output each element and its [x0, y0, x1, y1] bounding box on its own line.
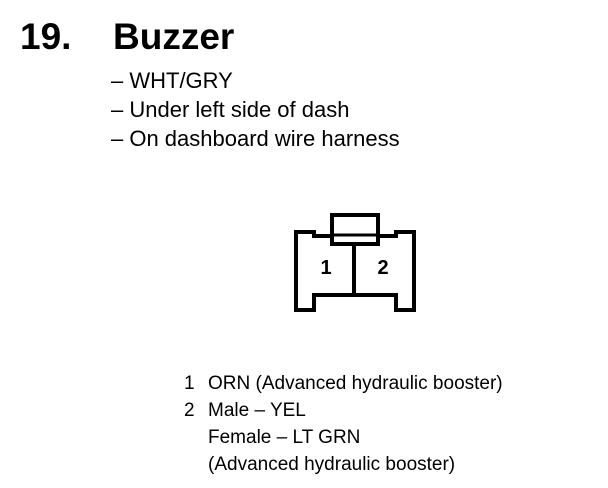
- connector-outline: [294, 230, 416, 312]
- section-number: 19.: [20, 16, 72, 57]
- pin-list: 1 ORN (Advanced hydraulic booster) 2 Mal…: [184, 370, 503, 478]
- note-location: – Under left side of dash: [111, 97, 350, 122]
- pin-1-line-1: ORN (Advanced hydraulic booster): [208, 373, 503, 394]
- pin-label-2: 2: [377, 257, 388, 279]
- pin-label-1: 1: [320, 257, 331, 279]
- page-title: Buzzer: [113, 16, 235, 57]
- pin-2-line-2: Female – LT GRN: [208, 427, 361, 448]
- pin-description-1: ORN (Advanced hydraulic booster): [208, 370, 503, 397]
- pin-2-line-3: (Advanced hydraulic booster): [208, 454, 456, 475]
- pin-description-2: Male – YEL Female – LT GRN (Advanced hyd…: [208, 397, 455, 478]
- pin-number-1: 1: [184, 373, 195, 394]
- location-notes: – WHT/GRY – Under left side of dash – On…: [111, 66, 400, 153]
- pin-row-1: 1 ORN (Advanced hydraulic booster): [184, 370, 503, 397]
- connector-diagram: 1 2: [294, 213, 416, 312]
- pin-number-2: 2: [184, 400, 195, 421]
- note-harness: – On dashboard wire harness: [111, 126, 400, 151]
- pin-2-line-1: Male – YEL: [208, 400, 306, 421]
- connector-latch: [330, 213, 380, 246]
- pin-row-2: 2 Male – YEL Female – LT GRN (Advanced h…: [184, 397, 503, 478]
- note-wire-color: – WHT/GRY: [111, 68, 233, 93]
